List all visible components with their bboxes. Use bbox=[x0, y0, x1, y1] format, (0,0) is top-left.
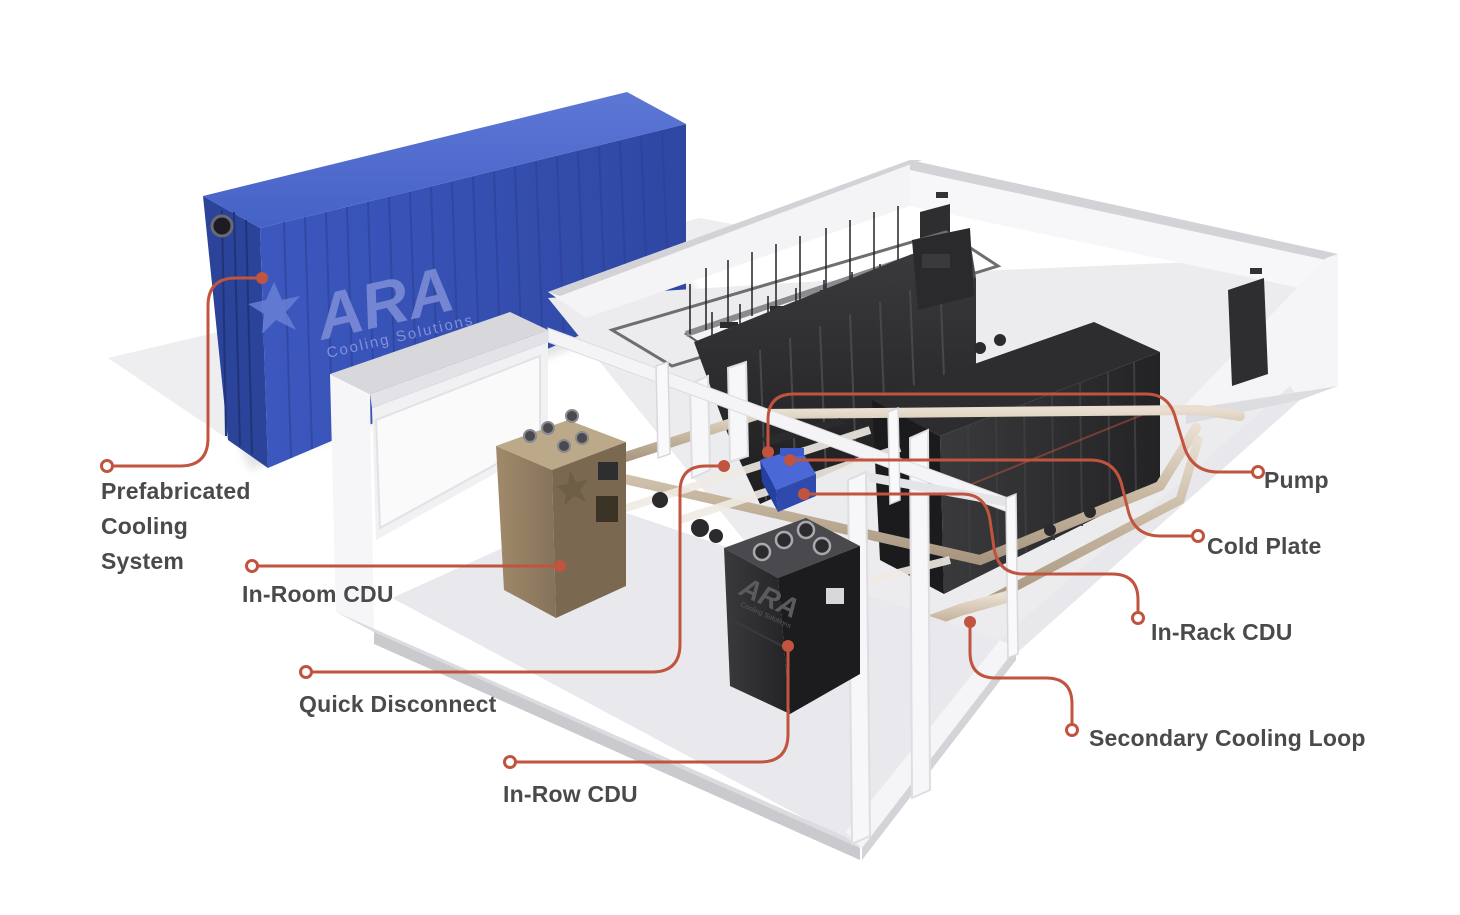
in-row-cdu-unit: ARA Cooling Solutions bbox=[724, 518, 860, 714]
in-room-cdu-unit bbox=[496, 409, 626, 618]
leader-quick-disconnect bbox=[304, 464, 726, 674]
leader-in-rack bbox=[802, 492, 1140, 620]
leader-in-row bbox=[508, 646, 790, 764]
leader-secondary-loop bbox=[968, 622, 1074, 730]
label-pump: Pump bbox=[1264, 467, 1329, 493]
dot-prefab bbox=[100, 459, 114, 473]
label-prefab-line2: Cooling bbox=[101, 513, 188, 539]
dot-in-rack bbox=[1131, 611, 1145, 625]
leader-cold-plate bbox=[788, 458, 1200, 538]
leader-pump bbox=[766, 392, 1260, 474]
label-prefab-line3: System bbox=[101, 548, 185, 574]
leader-prefab bbox=[105, 276, 264, 468]
dot-secondary-loop bbox=[1065, 723, 1079, 737]
callout-dots bbox=[100, 272, 1265, 769]
label-quick-disconnect: Quick Disconnect bbox=[299, 691, 497, 717]
in-room-emblem-icon bbox=[556, 470, 588, 506]
dot-cold-plate bbox=[1191, 529, 1205, 543]
label-prefabricated-cooling-system: Prefabricated Cooling System bbox=[101, 474, 251, 579]
label-prefab-line1: Prefabricated bbox=[101, 478, 251, 504]
dot-in-row bbox=[503, 755, 517, 769]
label-in-room-cdu: In-Room CDU bbox=[242, 581, 394, 607]
dot-pump bbox=[1251, 465, 1265, 479]
hall-door-right bbox=[1228, 278, 1268, 386]
label-cold-plate: Cold Plate bbox=[1207, 533, 1322, 559]
dot-in-room bbox=[245, 559, 259, 573]
callout-leaders bbox=[105, 276, 1260, 764]
label-in-rack-cdu: In-Rack CDU bbox=[1151, 619, 1293, 645]
label-secondary-cooling-loop: Secondary Cooling Loop bbox=[1089, 725, 1366, 751]
container-emblem-icon bbox=[248, 282, 300, 334]
label-in-row-cdu: In-Row CDU bbox=[503, 781, 638, 807]
dot-quick-disconnect bbox=[299, 665, 313, 679]
